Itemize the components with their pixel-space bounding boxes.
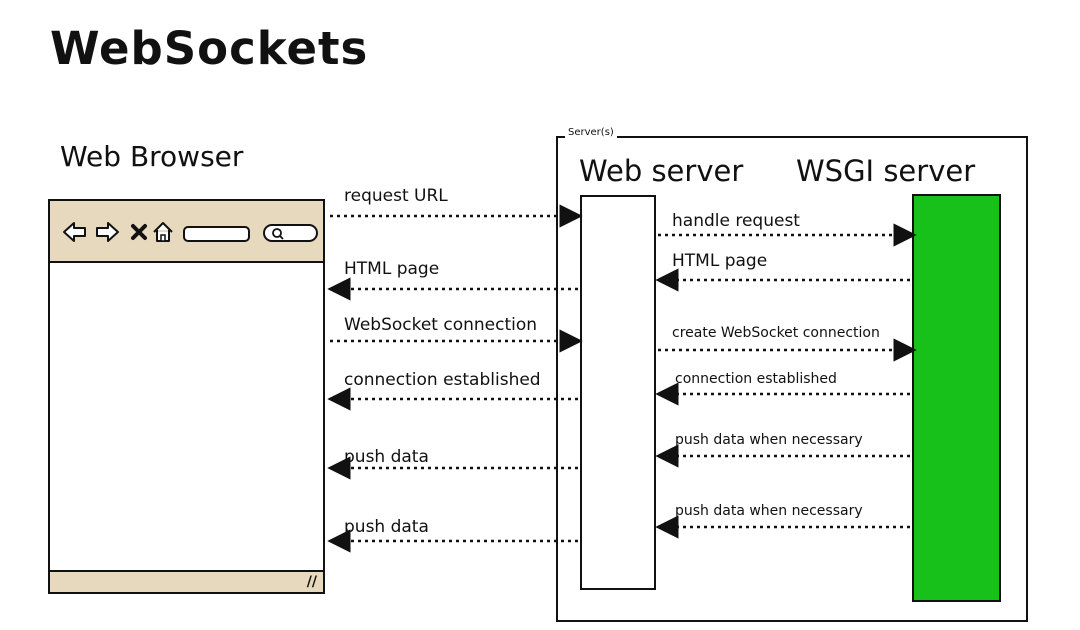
msg-html-page: HTML page	[344, 259, 440, 279]
web-server-title: Web server	[579, 154, 744, 188]
msg-request-url: request URL	[344, 186, 448, 206]
servers-frame	[556, 136, 1028, 622]
web-server-lifeline	[580, 195, 656, 590]
address-bar[interactable]	[183, 225, 251, 243]
msg-wsgi-html-page: HTML page	[672, 251, 768, 271]
wsgi-server-title: WSGI server	[796, 154, 976, 188]
msg-push-data-2: push data	[344, 517, 429, 537]
msg-push-data-1: push data	[344, 447, 429, 467]
resize-grip-icon[interactable]: //	[306, 574, 317, 590]
back-arrow-icon[interactable]	[62, 219, 88, 245]
wsgi-server-lifeline	[912, 194, 1001, 602]
msg-push-when-necessary-2: push data when necessary	[675, 503, 863, 519]
stop-icon[interactable]	[126, 219, 152, 245]
search-icon	[272, 228, 284, 240]
msg-handle-request: handle request	[672, 211, 800, 231]
msg-connection-established: connection established	[344, 370, 541, 390]
msg-create-websocket: create WebSocket connection	[672, 325, 880, 341]
servers-frame-label: Server(s)	[565, 127, 617, 138]
page-title: WebSockets	[50, 22, 369, 75]
home-icon[interactable]	[150, 219, 176, 245]
browser-toolbar	[50, 201, 323, 263]
browser-status-bar: //	[50, 570, 323, 592]
msg-push-when-necessary-1: push data when necessary	[675, 432, 863, 448]
forward-arrow-icon[interactable]	[94, 219, 120, 245]
msg-wsgi-connection-established: connection established	[675, 371, 837, 387]
msg-websocket-connection: WebSocket connection	[344, 315, 538, 335]
browser-title: Web Browser	[60, 140, 244, 173]
search-box[interactable]	[263, 223, 319, 243]
browser-window: //	[48, 199, 325, 594]
